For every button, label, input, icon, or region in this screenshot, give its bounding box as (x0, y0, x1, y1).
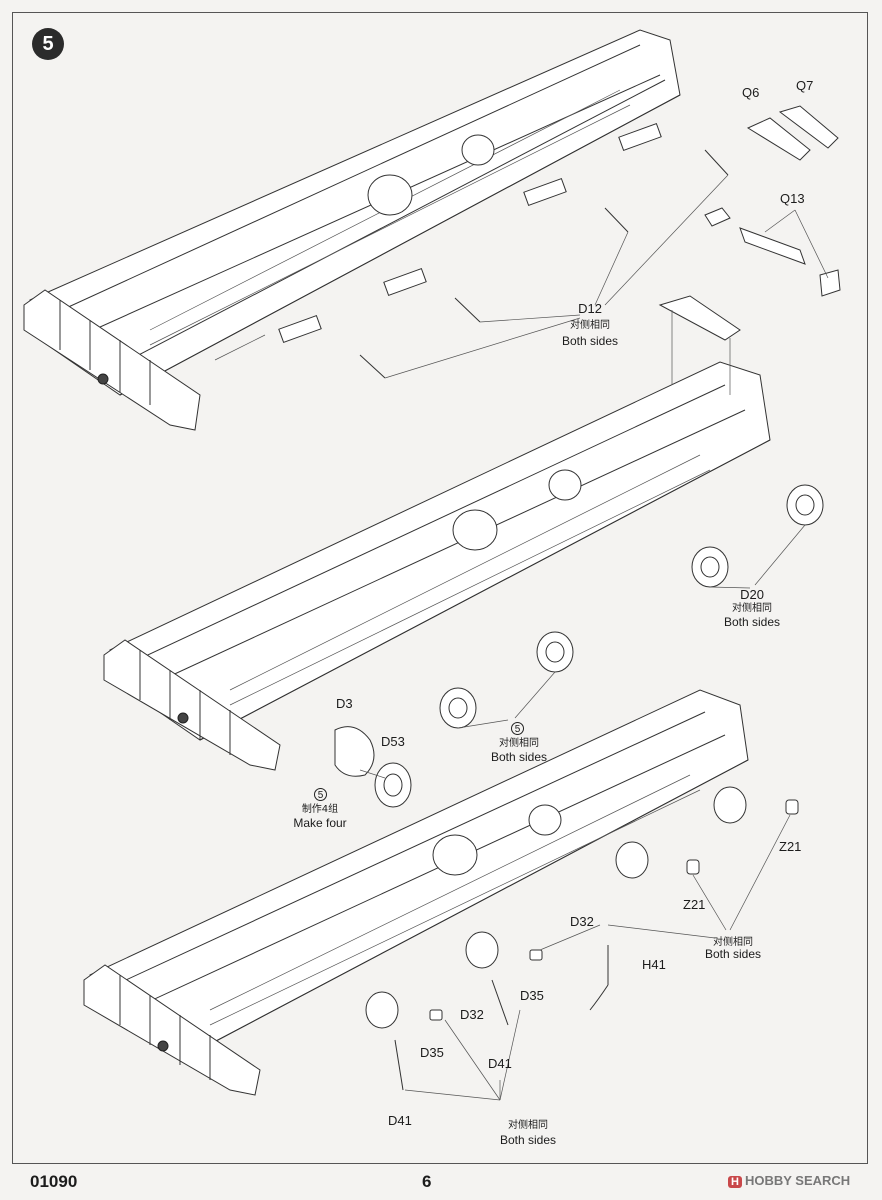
d3-d53-subassembly (334, 726, 412, 808)
part-label-d20: D20 (740, 587, 764, 602)
part-label-q13: Q13 (780, 191, 805, 206)
chassis-top (23, 29, 681, 431)
note-en-both-sides: Both sides (561, 334, 619, 348)
kit-code: 01090 (30, 1172, 78, 1191)
part-label-d53: D53 (381, 734, 405, 749)
note-en-both-sides: Both sides (704, 947, 762, 961)
watermark-text: HOBBY SEARCH (744, 1173, 851, 1188)
chassis-middle (103, 295, 824, 771)
part-label-d35: D35 (420, 1045, 444, 1060)
part-label-d41: D41 (388, 1113, 412, 1128)
page-number: 6 (422, 1172, 432, 1191)
part-label-d32: D32 (460, 1007, 484, 1022)
note-cn-make-four: 制作4组 (301, 804, 339, 815)
part-label-d32: D32 (570, 914, 594, 929)
part-label-z21: Z21 (779, 839, 802, 854)
part-label-q6: Q6 (742, 85, 760, 100)
note-cn-both-sides: 对侧相同 (570, 320, 610, 331)
note-en-both-sides: Both sides (490, 750, 548, 764)
part-label-q7: Q7 (796, 78, 814, 93)
note-en-make-four: Make four (293, 816, 347, 830)
note-en-both-sides: Both sides (499, 1133, 557, 1147)
d12-shafts (359, 149, 729, 379)
part-label-d41: D41 (488, 1056, 512, 1071)
part-label-h41: H41 (642, 957, 666, 972)
step-number-badge: 5 (32, 28, 64, 60)
part-label-d12: D12 (578, 301, 602, 316)
note-cn-both-sides: 对侧相同 (732, 603, 772, 614)
note-cn-both-sides: 对侧相同 (499, 738, 539, 749)
note-cn-both-sides: 对侧相同 (713, 937, 753, 948)
step-ref-circle: 5 (314, 788, 327, 801)
q-parts (704, 105, 841, 297)
note-cn-both-sides: 对侧相同 (508, 1120, 548, 1131)
part-label-z21: Z21 (683, 897, 706, 912)
chassis-bottom (83, 689, 799, 1101)
page-frame (12, 12, 868, 1164)
note-en-both-sides: Both sides (723, 615, 781, 629)
step-ref-circle: 5 (511, 722, 524, 735)
watermark-badge: H (728, 1176, 742, 1188)
part-label-d35: D35 (520, 988, 544, 1003)
part-label-d3: D3 (336, 696, 353, 711)
